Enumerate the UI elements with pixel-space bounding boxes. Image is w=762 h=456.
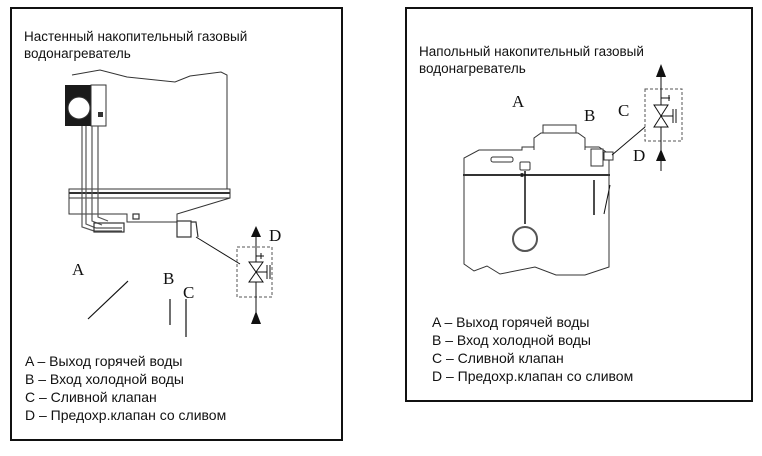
label-d: D [633,146,645,165]
label-c: C [183,283,194,302]
label-a: A [72,260,85,279]
label-b: B [584,106,595,125]
wall-heater-legend: A – Выход горячей воды B – Вход холодной… [25,352,226,424]
floor-heater-legend: A – Выход горячей воды B – Вход холодной… [432,313,633,385]
floor-heater-title: Напольный накопительный газовый водонагр… [419,43,644,77]
legend-item-d: D – Предохр.клапан со сливом [25,407,227,423]
floor-heater-drawing: A B C D [463,64,683,276]
title-line-1: Настенный накопительный газовый [24,29,248,44]
control-unit [65,84,107,127]
safety-valve-symbol [236,226,273,324]
title-line-2: водонагреватель [419,61,526,76]
legend-item-b: B – Вход холодной воды [25,371,184,387]
safety-valve-symbol [644,64,683,171]
wall-tank [68,69,231,223]
title-line-1: Напольный накопительный газовый [419,44,644,59]
label-a: A [512,92,525,111]
title-line-2: водонагреватель [24,46,131,61]
leader-lines [524,126,646,224]
floor-heater-panel: Напольный накопительный газовый водонагр… [405,7,753,402]
legend-item-a: A – Выход горячей воды [25,353,183,369]
leader-lines [87,236,241,337]
legend-item-c: C – Сливной клапан [432,350,564,366]
wall-heater-title: Настенный накопительный газовый водонагр… [24,28,247,62]
legend-item-c: C – Сливной клапан [25,389,157,405]
wall-heater-drawing: A B C D [65,69,281,337]
label-c: C [618,101,629,120]
flue-collar [490,124,614,171]
legend-item-b: B – Вход холодной воды [432,332,591,348]
wall-pipes [81,126,199,238]
label-b: B [163,269,174,288]
legend-item-d: D – Предохр.клапан со сливом [432,368,634,384]
floor-tank [463,146,610,276]
label-d: D [269,226,281,245]
legend-item-a: A – Выход горячей воды [432,314,590,330]
wall-heater-panel: Настенный накопительный газовый водонагр… [10,7,343,441]
